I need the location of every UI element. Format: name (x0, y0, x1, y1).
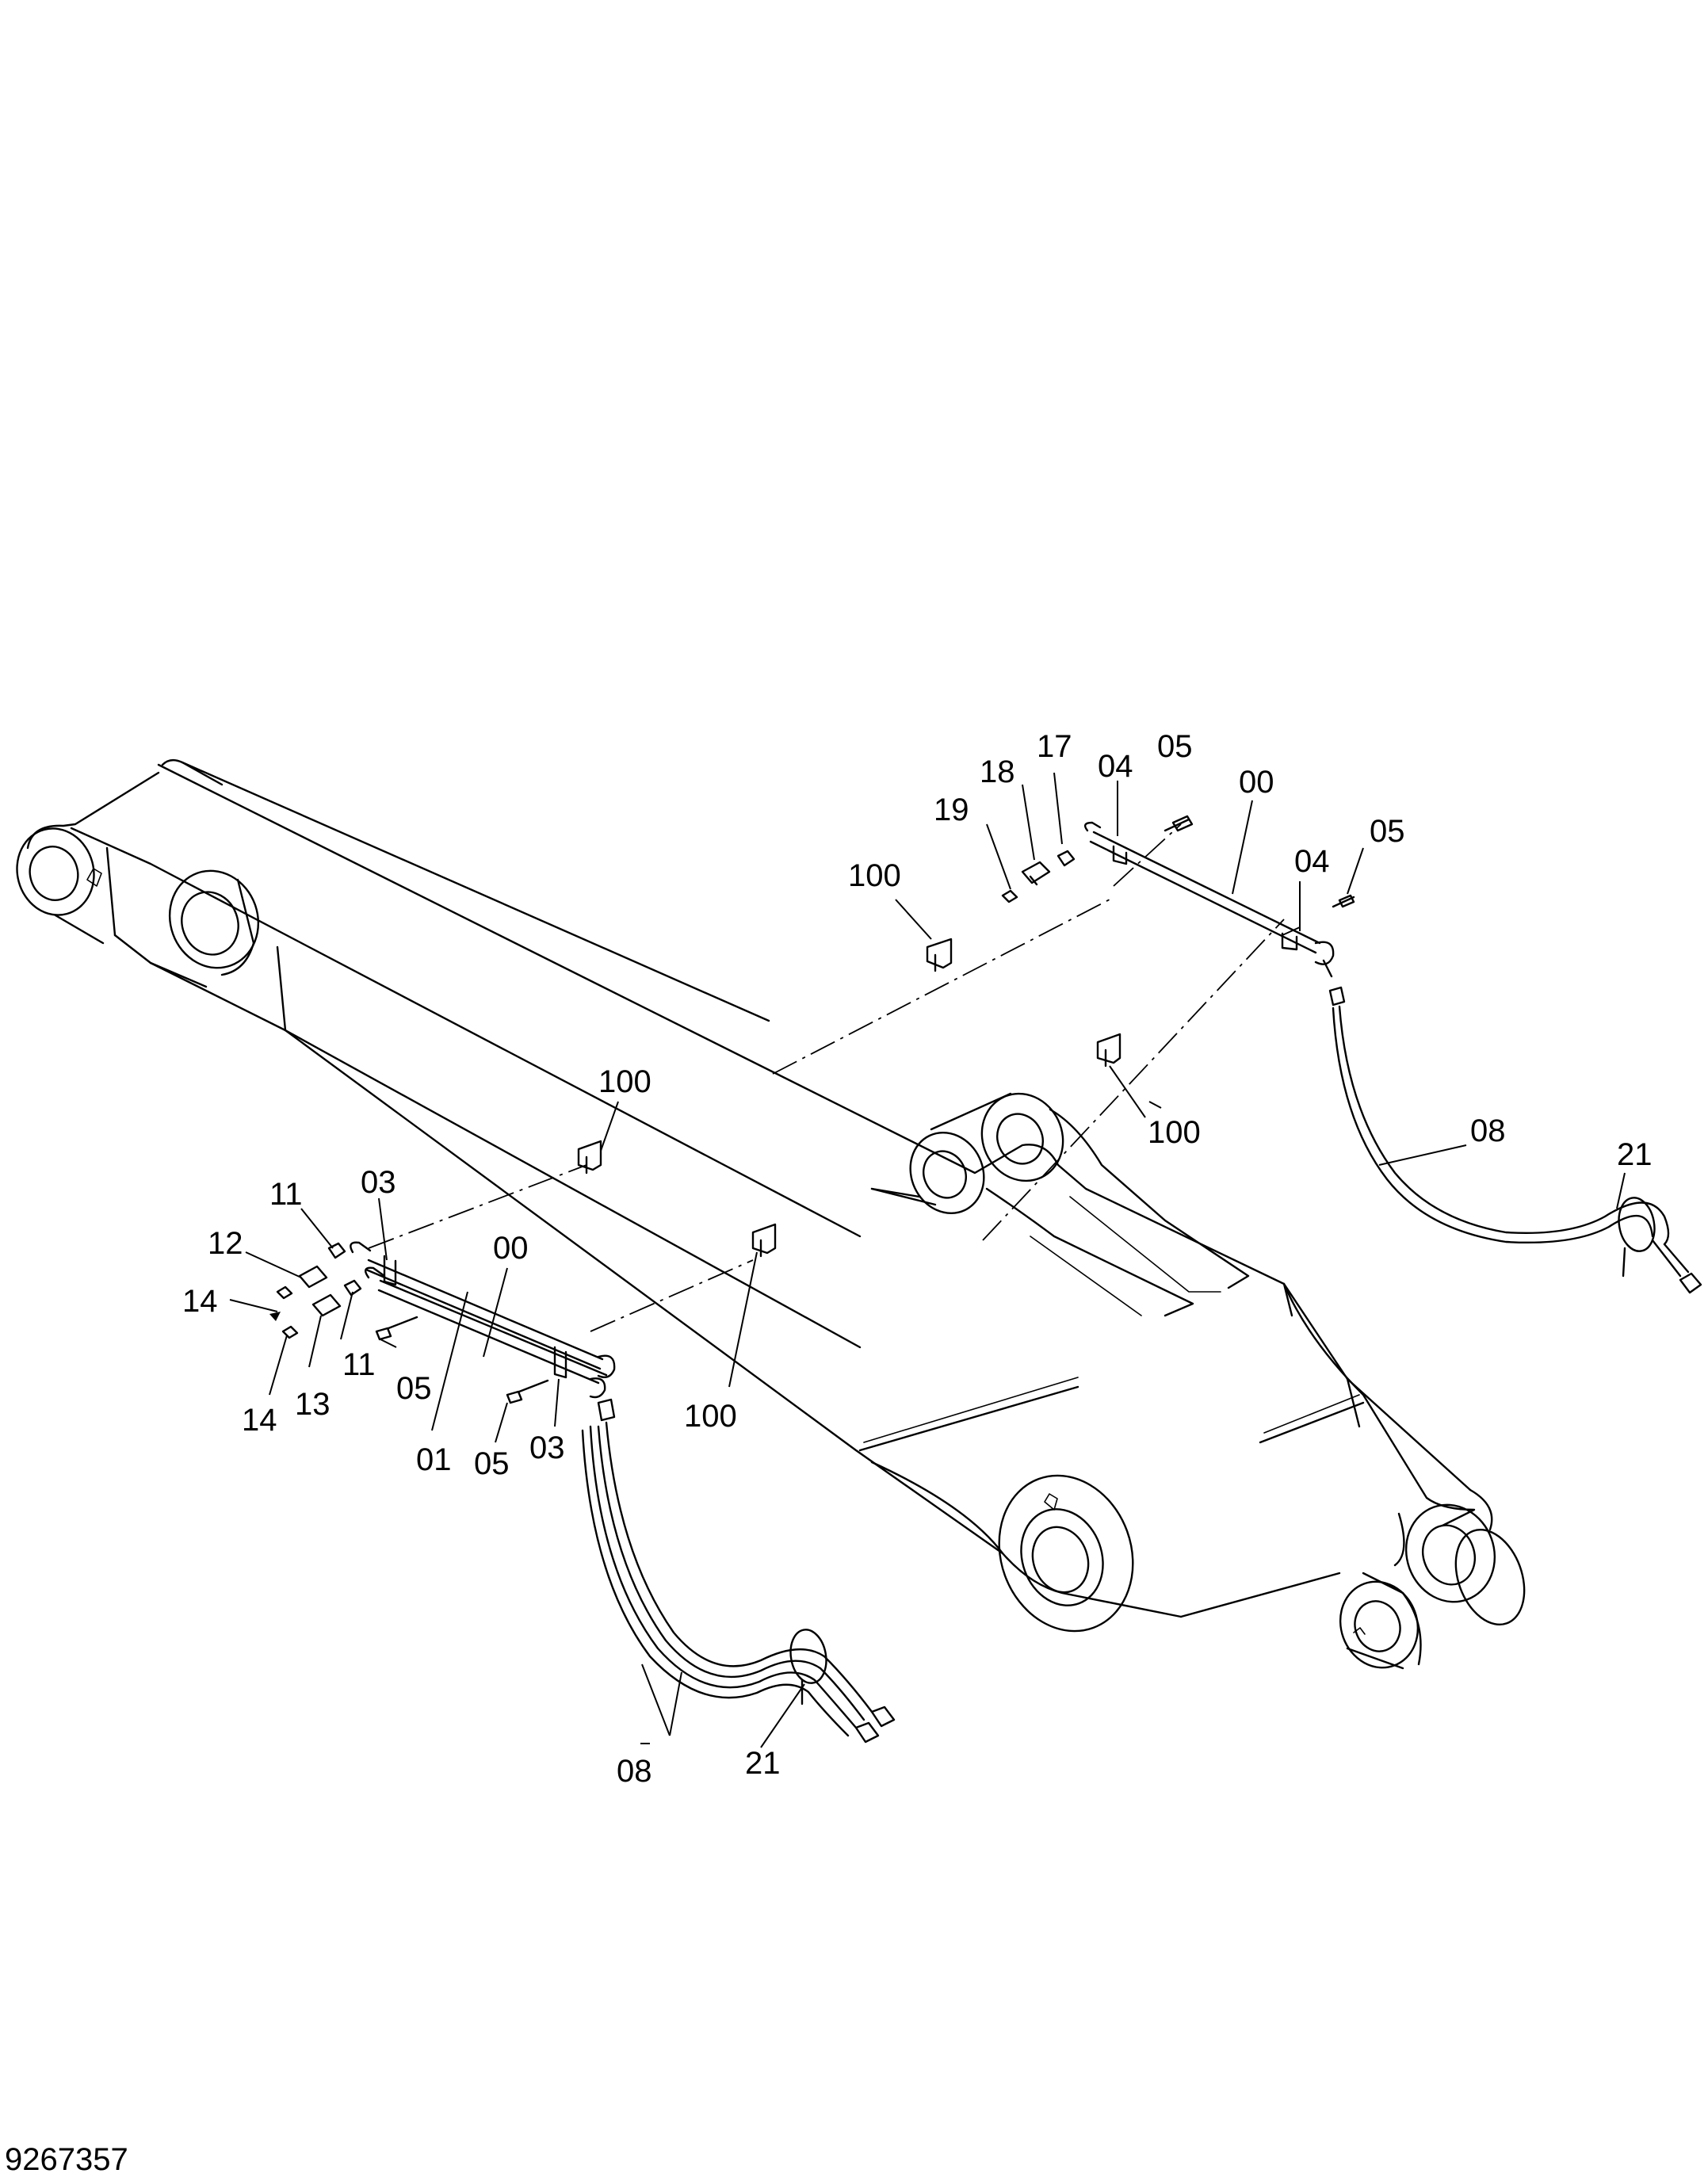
callout-04-right: 04 (1294, 844, 1330, 879)
callout-05-mid: 05 (396, 1371, 432, 1406)
callout-11-top: 11 (269, 1177, 303, 1212)
callout-18: 18 (980, 754, 1015, 789)
callout-leaders (229, 772, 1626, 1748)
callout-03-low: 03 (529, 1430, 565, 1465)
callout-19: 19 (934, 793, 969, 827)
callout-00-top: 00 (1239, 765, 1274, 800)
callout-14-arrow (269, 1312, 281, 1321)
callout-100-a: 100 (848, 858, 901, 893)
callout-100-c: 100 (1148, 1115, 1201, 1150)
boom-arm (16, 758, 1526, 1670)
callout-12: 12 (208, 1226, 243, 1261)
callout-14-b: 14 (242, 1403, 277, 1438)
callout-03-top: 03 (361, 1165, 396, 1200)
callout-05-low: 05 (474, 1446, 510, 1481)
callout-01: 01 (416, 1442, 452, 1477)
callout-labels: 17 05 18 04 00 19 05 100 04 100 08 100 2… (182, 729, 1653, 1789)
callout-08-right: 08 (1470, 1113, 1506, 1148)
callout-14-a: 14 (182, 1284, 218, 1319)
callout-11-low: 11 (342, 1347, 376, 1382)
callout-05-right: 05 (1370, 814, 1405, 849)
callout-05-top: 05 (1157, 729, 1193, 764)
callout-100-b: 100 (598, 1064, 651, 1099)
document-number: 9267357 (5, 2142, 128, 2177)
callout-21-low: 21 (745, 1746, 781, 1781)
assembly-centerlines (368, 823, 1301, 1332)
callout-21-right: 21 (1617, 1137, 1653, 1172)
callout-17: 17 (1037, 729, 1072, 764)
lower-pipe-assembly (276, 1140, 896, 1744)
callout-08-low: 08 (617, 1754, 652, 1789)
callout-04-top: 04 (1098, 749, 1133, 784)
callout-00-left: 00 (493, 1231, 529, 1266)
upper-pipe-assembly (926, 815, 1702, 1294)
callout-100-d: 100 (684, 1399, 737, 1434)
callout-13: 13 (295, 1387, 331, 1422)
